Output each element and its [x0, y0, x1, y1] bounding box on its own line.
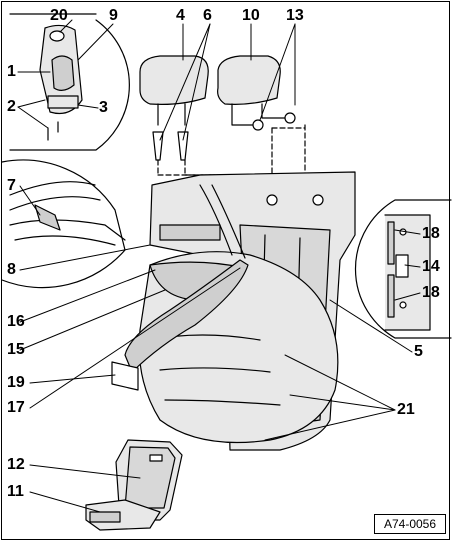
callout-15: 15 [7, 341, 25, 358]
callout-16: 16 [7, 313, 25, 330]
callout-1: 1 [7, 63, 16, 80]
figure-reference-label: A74-0056 [374, 514, 446, 534]
seat-overview-small [85, 439, 183, 531]
callout-18-lower: 18 [422, 284, 440, 301]
callout-12: 12 [7, 456, 25, 473]
leader-lines [17, 19, 421, 513]
callout-10: 10 [242, 7, 260, 24]
callout-8: 8 [7, 261, 16, 278]
callout-9: 9 [109, 7, 118, 24]
callout-4: 4 [176, 7, 185, 24]
callout-2: 2 [7, 98, 16, 115]
detail-circle-latch [354, 199, 452, 339]
headrest-right [217, 55, 296, 131]
callout-19: 19 [7, 374, 25, 391]
callout-7: 7 [7, 177, 16, 194]
callout-21: 21 [397, 401, 415, 418]
callout-11: 11 [7, 483, 24, 500]
callout-17: 17 [7, 399, 25, 416]
callout-20: 20 [50, 7, 68, 24]
callout-5: 5 [414, 343, 423, 360]
callout-14: 14 [422, 258, 440, 275]
seat-belt [111, 184, 249, 391]
callout-3: 3 [99, 99, 108, 116]
detail-circle-belt-guide [1, 159, 126, 289]
callout-6: 6 [203, 7, 212, 24]
callout-13: 13 [286, 7, 304, 24]
callout-18-upper: 18 [422, 225, 440, 242]
detail-circle-headrest-guide [9, 13, 130, 151]
